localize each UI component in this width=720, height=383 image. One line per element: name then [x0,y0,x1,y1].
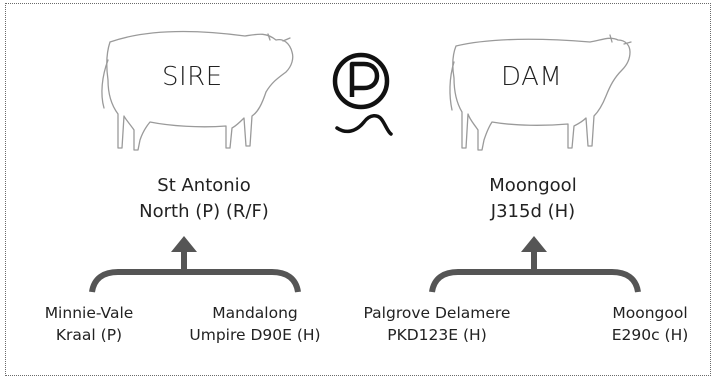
sire-bracket-arrow-icon [89,236,301,293]
sire-dam-line1: Mandalong [212,304,298,322]
dam-sire-name: Palgrove Delamere PKD123E (H) [351,302,523,346]
dam-dam-name: Moongool E290c (H) [600,302,700,346]
dam-cow-icon [449,34,632,151]
sire-label: SIRE [162,62,223,92]
dam-name: Moongool J315d (H) [468,173,598,225]
sire-sire-line2: Kraal (P) [55,326,123,344]
dam-label: DAM [501,62,563,92]
sire-dam-line2: Umpire D90E (H) [189,326,321,344]
pedigree-frame [5,3,711,376]
sire-name-line2: North (P) (R/F) [139,201,269,222]
dam-dam-line2: E290c (H) [611,326,689,344]
polled-logo-icon [332,52,393,136]
dam-sire-line2: PKD123E (H) [387,326,487,344]
sire-name: St Antonio North (P) (R/F) [134,173,274,225]
dam-dam-line1: Moongool [612,304,688,322]
dam-sire-line1: Palgrove Delamere [363,304,511,322]
sire-sire-line1: Minnie-Vale [44,304,134,322]
sire-sire-name: Minnie-Vale Kraal (P) [20,302,158,346]
sire-cow-icon [101,30,294,151]
dam-name-line1: Moongool [489,175,577,196]
dam-name-line2: J315d (H) [490,201,576,222]
sire-dam-name: Mandalong Umpire D90E (H) [174,302,336,346]
sire-name-line1: St Antonio [157,175,251,196]
dam-bracket-arrow-icon [429,236,641,293]
